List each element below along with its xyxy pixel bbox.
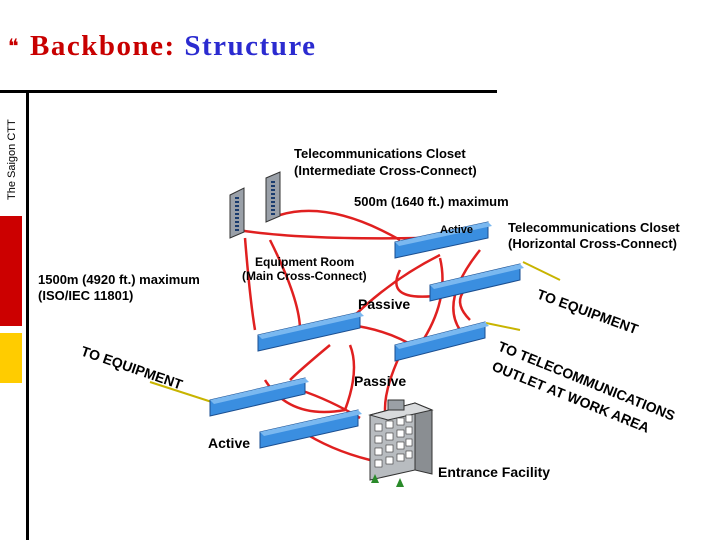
label-active-low: Active [208, 435, 250, 451]
panel-low-passive [209, 377, 309, 417]
title-underline [0, 90, 497, 93]
panel-main-cc [257, 311, 364, 352]
entrance-building-icon [368, 399, 434, 487]
label-equipment-room-2: (Main Cross-Connect) [242, 269, 367, 283]
sidebar-red-block [0, 216, 22, 326]
label-max-500: 500m (1640 ft.) maximum [354, 194, 509, 209]
panel-ic-active [394, 221, 492, 259]
label-active-top: Active [440, 224, 473, 236]
label-tc-right-2: (Horizontal Cross-Connect) [508, 236, 677, 251]
label-to-equipment-right: TO EQUIPMENT [535, 286, 641, 338]
panel-hc-lower [394, 321, 489, 362]
panel-hc-upper [429, 263, 524, 302]
label-tc-right-1: Telecommunications Closet [508, 220, 680, 235]
label-tc-top-2: (Intermediate Cross-Connect) [294, 163, 477, 178]
label-equipment-room-1: Equipment Room [255, 255, 354, 269]
yellow-feed-lines [149, 261, 561, 405]
title-word-2: Structure [184, 30, 317, 62]
patch-panels [209, 221, 524, 449]
label-tc-top-1: Telecommunications Closet [294, 146, 466, 161]
title-bullet-icon: ❝ [8, 34, 19, 58]
label-passive-low: Passive [354, 373, 406, 389]
label-passive-mid: Passive [358, 296, 410, 312]
left-vertical-rule [26, 90, 29, 540]
sidebar-yellow-block [0, 333, 22, 383]
title-word-1: Backbone: [30, 30, 176, 62]
label-to-equipment-left: TO EQUIPMENT [79, 343, 185, 393]
slide-title: Backbone: Structure [30, 30, 317, 63]
label-max-1500-2: (ISO/IEC 11801) [38, 288, 133, 303]
intermediate-rack-icon [229, 171, 281, 239]
label-entrance-facility: Entrance Facility [438, 464, 550, 480]
panel-low-active [259, 409, 362, 449]
label-max-1500-1: 1500m (4920 ft.) maximum [38, 272, 200, 287]
